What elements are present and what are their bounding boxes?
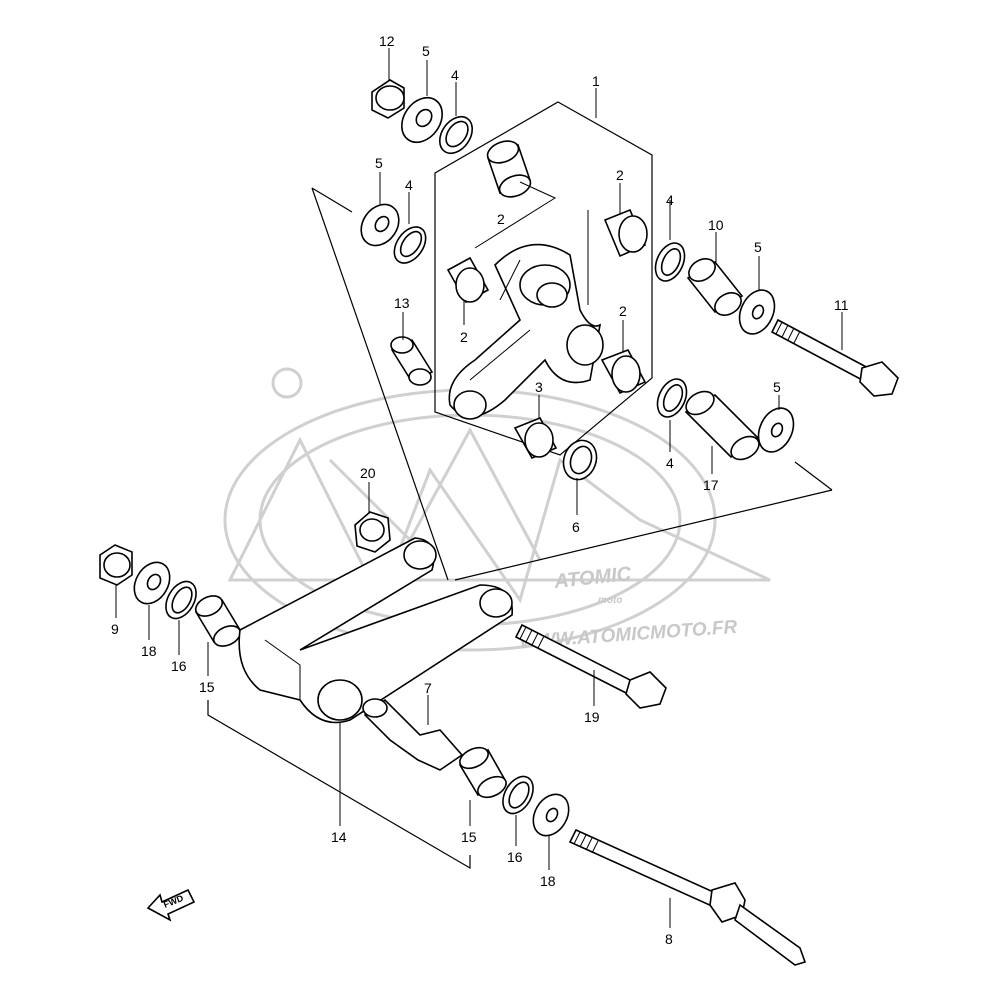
callout-5: 5 — [375, 155, 383, 171]
washer-18-right — [532, 793, 570, 837]
callout-5: 5 — [422, 43, 430, 59]
bracket-17-group — [454, 461, 833, 581]
callout-18: 18 — [141, 643, 157, 659]
seal-16-left — [165, 580, 197, 620]
spacer-17 — [684, 390, 762, 461]
callout-13: 13 — [394, 295, 410, 311]
seal-6 — [562, 439, 598, 481]
callout-8: 8 — [665, 931, 673, 947]
callout-15: 15 — [461, 829, 477, 845]
callout-2: 2 — [497, 211, 505, 227]
seal-4-right-bottom — [656, 378, 688, 418]
washer-5-right-bottom — [757, 407, 795, 453]
bearing-2-left — [446, 256, 490, 304]
bearing-15-left — [194, 595, 242, 647]
seal-16-right — [502, 775, 534, 815]
callout-2: 2 — [616, 167, 624, 183]
bolt-8 — [568, 828, 807, 966]
callout-6: 6 — [572, 519, 580, 535]
callout-9: 9 — [111, 621, 119, 637]
callout-10: 10 — [708, 217, 724, 233]
callout-14: 14 — [331, 829, 347, 845]
bearing-15-right — [458, 746, 507, 799]
washer-5-top — [401, 96, 443, 144]
callout-20: 20 — [360, 465, 376, 481]
bearing-2-right-bottom — [600, 348, 647, 395]
callout-16: 16 — [171, 658, 187, 674]
watermark-brand: ATOMIC — [552, 563, 632, 593]
washer-5-left — [360, 203, 400, 247]
leader-lines — [115, 48, 843, 928]
nut-12 — [371, 79, 405, 119]
nut-9 — [99, 544, 133, 586]
group-frame-rocker-arm — [434, 101, 653, 456]
seal-4-left — [393, 226, 427, 264]
callout-1: 1 — [592, 73, 600, 89]
seal-4-right-top — [654, 242, 686, 282]
collar-7 — [362, 698, 464, 771]
callout-3: 3 — [535, 379, 543, 395]
callout-5: 5 — [773, 379, 781, 395]
bearing-2-right-top — [603, 208, 648, 258]
callout-15: 15 — [199, 679, 215, 695]
bearing-2-top — [486, 140, 532, 198]
watermark-sub: moto — [598, 595, 622, 606]
callout-12: 12 — [379, 33, 395, 49]
callout-4: 4 — [451, 67, 459, 83]
callout-17: 17 — [703, 477, 719, 493]
bolt-11 — [770, 318, 899, 397]
bracket-14-group — [207, 700, 471, 870]
callout-5: 5 — [754, 239, 762, 255]
callout-19: 19 — [584, 709, 600, 725]
callout-labels: 1 2 2 2 2 3 4 4 4 4 5 5 5 5 6 7 8 9 10 1… — [111, 33, 849, 947]
callout-4: 4 — [405, 177, 413, 193]
fwd-arrow-icon: FWD — [146, 888, 196, 922]
spacer-13 — [390, 336, 434, 386]
callout-18: 18 — [540, 873, 556, 889]
nut-20 — [354, 511, 391, 553]
seal-4-top — [438, 115, 474, 155]
cushion-rod-14 — [238, 537, 513, 724]
callout-4: 4 — [666, 192, 674, 208]
callout-16: 16 — [507, 849, 523, 865]
callout-11: 11 — [834, 297, 849, 313]
bearing-3 — [513, 416, 558, 460]
washer-18-left — [133, 561, 171, 605]
callout-7: 7 — [424, 680, 432, 696]
washer-5-right-top — [738, 289, 776, 335]
rocker-arm-1 — [448, 243, 604, 420]
bolt-19 — [514, 623, 667, 709]
callout-2: 2 — [619, 303, 627, 319]
callout-2: 2 — [460, 329, 468, 345]
spacer-10 — [686, 258, 744, 316]
bracket-13-group — [311, 187, 449, 581]
callout-4: 4 — [666, 455, 674, 471]
